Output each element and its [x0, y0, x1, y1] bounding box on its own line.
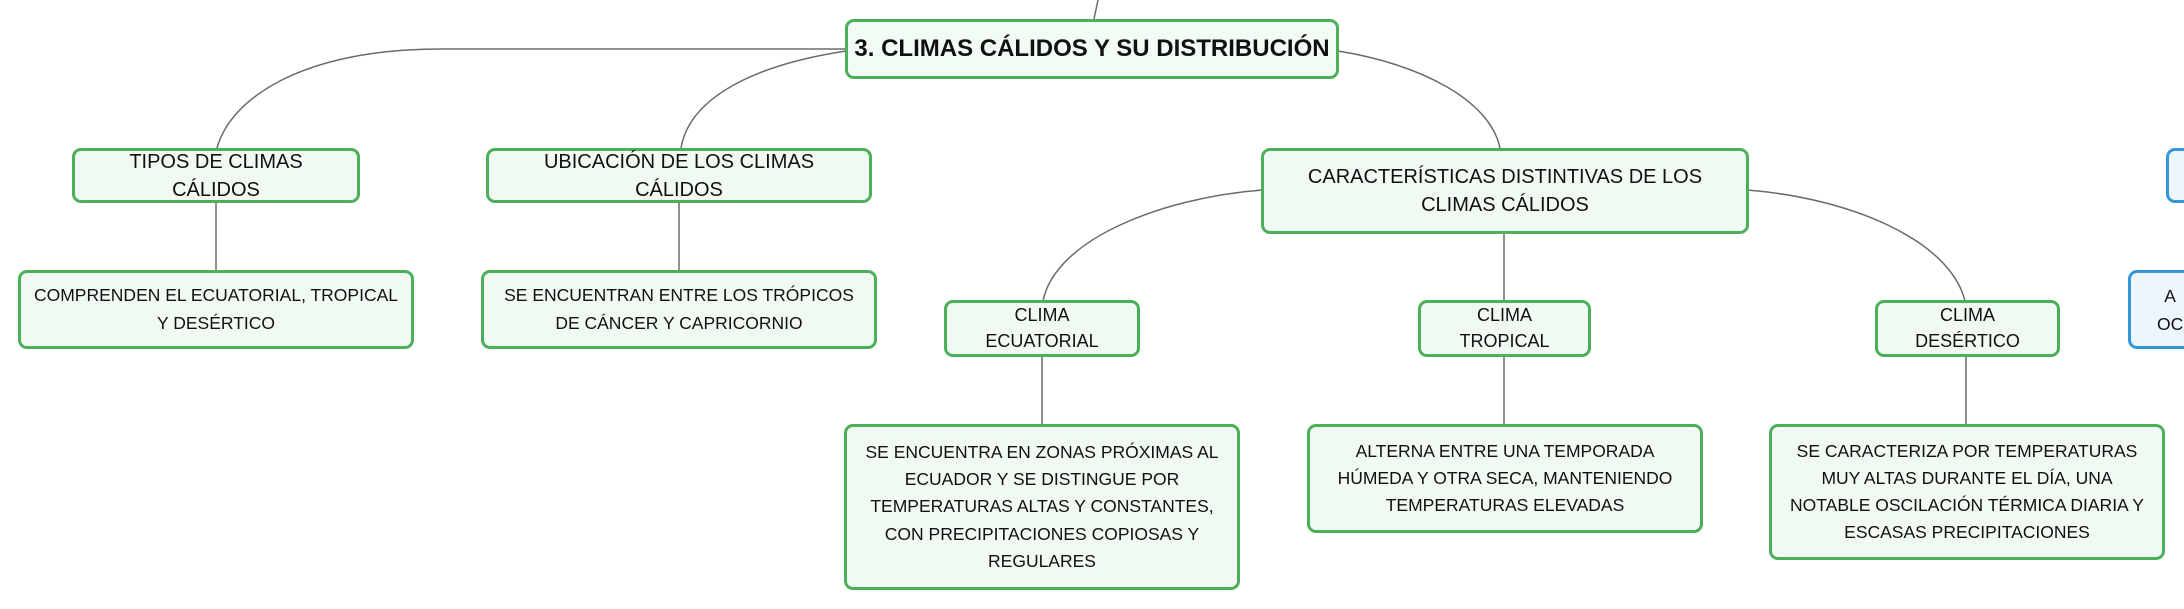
- node-ubicacion[interactable]: UBICACIÓN DE LOS CLIMAS CÁLIDOS: [486, 148, 872, 203]
- detail-desertico[interactable]: SE CARACTERIZA POR TEMPERATURAS MUY ALTA…: [1769, 424, 2165, 560]
- link-root-caracteristicas: [1337, 50, 1501, 149]
- link-root-ubicacion: [680, 50, 847, 149]
- detail-tipos-text: COMPRENDEN EL ECUATORIAL, TROPICAL Y DES…: [33, 285, 398, 333]
- detail-tropical-text: ALTERNA ENTRE UNA TEMPORADA HÚMEDA Y OTR…: [1337, 440, 1673, 516]
- link-caract-ecuatorial: [1042, 189, 1263, 302]
- link-caract-desertico: [1746, 189, 1966, 302]
- detail-ubicacion[interactable]: SE ENCUENTRAN ENTRE LOS TRÓPICOS DE CÁNC…: [481, 270, 877, 349]
- node-desertico-label: CLIMA DESÉRTICO: [1915, 305, 2020, 351]
- link-root-tipos: [216, 48, 846, 149]
- link-parent-root: [1093, 0, 1099, 20]
- partial-node-bottom-text: A OC: [2157, 282, 2183, 338]
- node-ecuatorial-label: CLIMA ECUATORIAL: [985, 305, 1099, 351]
- node-desertico[interactable]: CLIMA DESÉRTICO: [1875, 300, 2060, 357]
- partial-line-2: OC: [2157, 313, 2184, 334]
- detail-ecuatorial[interactable]: SE ENCUENTRA EN ZONAS PRÓXIMAS AL ECUADO…: [844, 424, 1240, 590]
- node-tipos[interactable]: TIPOS DE CLIMAS CÁLIDOS: [72, 148, 360, 203]
- root-node[interactable]: 3. CLIMAS CÁLIDOS Y SU DISTRIBUCIÓN: [845, 19, 1339, 79]
- node-tipos-label: TIPOS DE CLIMAS CÁLIDOS: [129, 150, 303, 201]
- detail-ecuatorial-text: SE ENCUENTRA EN ZONAS PRÓXIMAS AL ECUADO…: [865, 442, 1219, 571]
- node-tropical[interactable]: CLIMA TROPICAL: [1418, 300, 1591, 357]
- node-tropical-label: CLIMA TROPICAL: [1459, 305, 1550, 351]
- partial-node-bottom[interactable]: A OC: [2128, 270, 2184, 349]
- node-caracteristicas[interactable]: CARACTERÍSTICAS DISTINTIVAS DE LOS CLIMA…: [1261, 148, 1749, 234]
- partial-node-top[interactable]: [2166, 148, 2184, 203]
- node-ecuatorial[interactable]: CLIMA ECUATORIAL: [944, 300, 1140, 357]
- partial-line-1: A: [2164, 285, 2176, 306]
- detail-ubicacion-text: SE ENCUENTRAN ENTRE LOS TRÓPICOS DE CÁNC…: [504, 285, 854, 333]
- detail-tropical[interactable]: ALTERNA ENTRE UNA TEMPORADA HÚMEDA Y OTR…: [1307, 424, 1703, 533]
- node-caracteristicas-label: CARACTERÍSTICAS DISTINTIVAS DE LOS CLIMA…: [1307, 166, 1703, 216]
- detail-tipos[interactable]: COMPRENDEN EL ECUATORIAL, TROPICAL Y DES…: [18, 270, 414, 349]
- node-ubicacion-label: UBICACIÓN DE LOS CLIMAS CÁLIDOS: [543, 150, 815, 201]
- detail-desertico-text: SE CARACTERIZA POR TEMPERATURAS MUY ALTA…: [1790, 440, 2144, 543]
- root-label: 3. CLIMAS CÁLIDOS Y SU DISTRIBUCIÓN: [854, 35, 1330, 63]
